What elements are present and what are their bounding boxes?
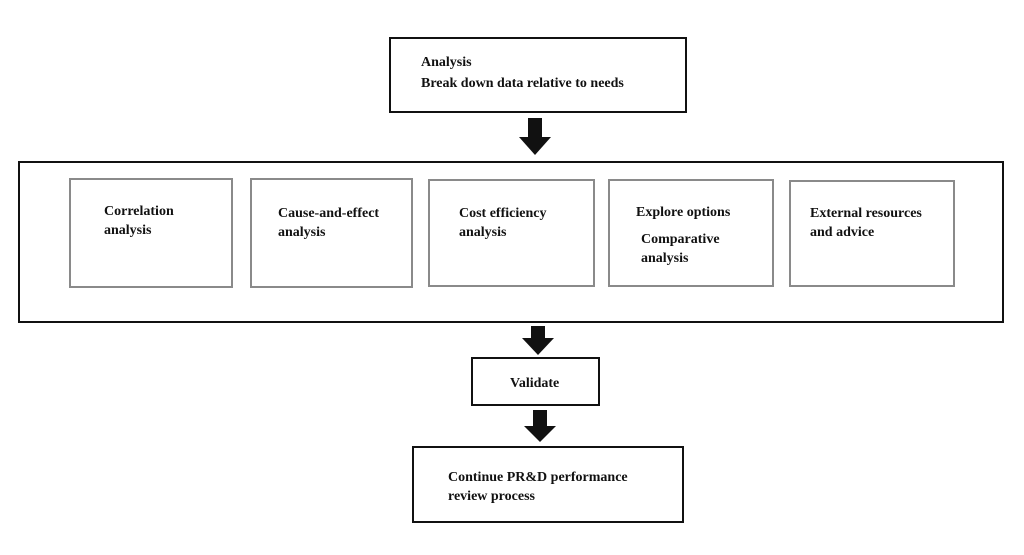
validate-box: Validate xyxy=(471,357,600,406)
cause-effect-analysis-box: Cause-and-effect analysis xyxy=(250,178,413,288)
correlation-analysis-label: Correlation analysis xyxy=(104,204,174,238)
explore-options-box: Explore options Comparative analysis xyxy=(608,179,774,287)
analysis-subtitle: Break down data relative to needs xyxy=(421,76,624,91)
continue-review-box: Continue PR&D performance review process xyxy=(412,446,684,523)
correlation-analysis-box: Correlation analysis xyxy=(69,178,233,288)
validate-label: Validate xyxy=(510,376,560,391)
continue-review-label: Continue PR&D performance review process xyxy=(448,470,628,504)
cause-effect-analysis-label: Cause-and-effect analysis xyxy=(278,206,380,240)
analysis-title: Analysis xyxy=(421,55,472,70)
comparative-analysis-label: Comparative analysis xyxy=(641,232,720,266)
external-resources-label: External resources and advice xyxy=(810,206,922,240)
analysis-box: Analysis Break down data relative to nee… xyxy=(389,37,687,113)
cost-efficiency-analysis-label: Cost efficiency analysis xyxy=(459,206,547,240)
explore-options-label: Explore options xyxy=(636,205,731,220)
cost-efficiency-analysis-box: Cost efficiency analysis xyxy=(428,179,595,287)
external-resources-box: External resources and advice xyxy=(789,180,955,287)
